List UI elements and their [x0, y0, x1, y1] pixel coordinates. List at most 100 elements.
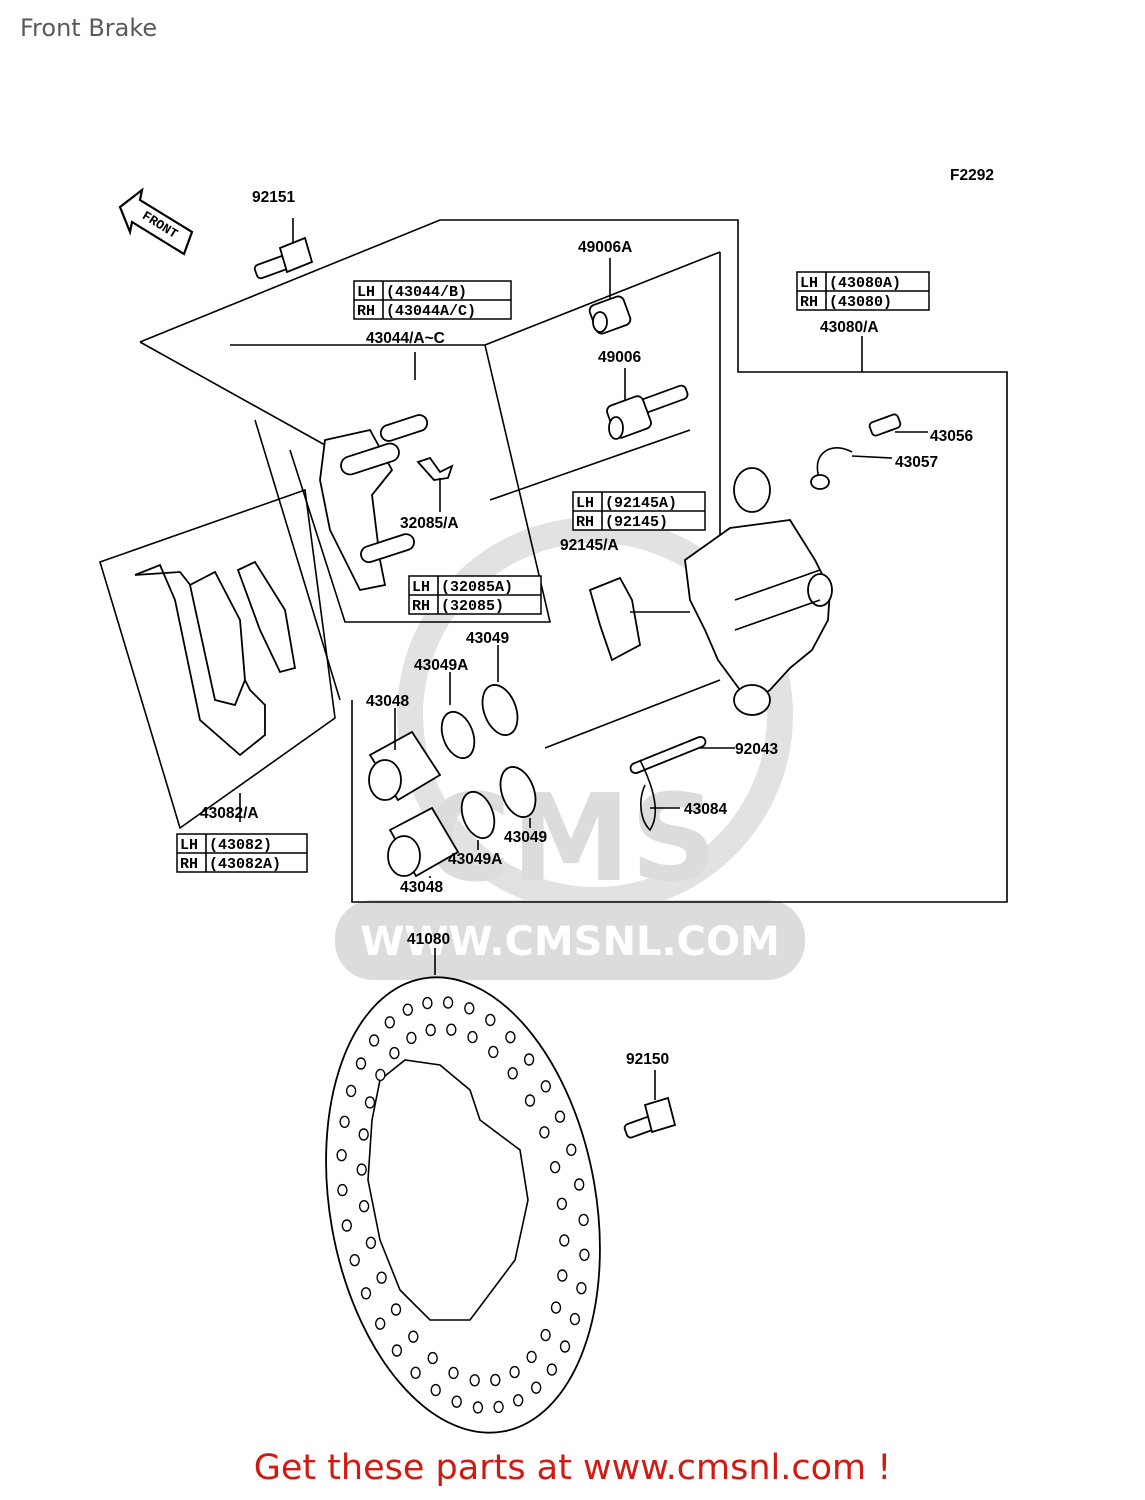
variant-box-92145: LH (92145A) RH (92145): [572, 491, 706, 531]
disc-hole: [505, 1030, 516, 1044]
svg-text:LH: LH: [800, 275, 818, 292]
svg-text:(43044/B): (43044/B): [386, 284, 467, 301]
variant-box-43082: LH (43082) RH (43082A): [176, 833, 308, 873]
part-label-43049A-bottom: 43049A: [448, 851, 502, 868]
bolt-92151: [253, 218, 314, 280]
part-label-49006A: 49006A: [578, 239, 632, 256]
part-label-43049-bottom: 43049: [504, 829, 547, 846]
disc-hole: [451, 1395, 462, 1408]
disc-hole: [472, 1401, 484, 1414]
disc-hole: [406, 1031, 417, 1045]
svg-text:RH: RH: [180, 856, 198, 873]
boot-49006A: [588, 295, 632, 335]
bleeder-valve-43056: [868, 413, 902, 437]
disc-hole: [556, 1197, 568, 1211]
disc-hole: [546, 1363, 558, 1376]
disc-hole: [531, 1381, 542, 1394]
part-label-92150: 92150: [626, 1051, 669, 1068]
disc-hole: [402, 1003, 413, 1016]
svg-text:(43082A): (43082A): [209, 856, 281, 873]
watermark-logo-text: CMS: [423, 770, 717, 909]
part-label-43049-top: 43049: [466, 630, 509, 647]
disc-hole: [488, 1045, 499, 1059]
pad-frame: [99, 488, 336, 830]
disc-hole: [578, 1213, 589, 1227]
svg-text:RH: RH: [800, 294, 818, 311]
disc-hole: [469, 1374, 480, 1387]
disc-hole: [337, 1183, 348, 1197]
disc-hole: [574, 1178, 585, 1191]
pad-pin-92043: [629, 735, 707, 775]
part-label-43082: 43082/A: [200, 805, 259, 822]
disc-hole: [550, 1301, 562, 1314]
disc-hole: [375, 1317, 386, 1330]
disc-hole: [442, 996, 454, 1009]
disc-hole: [364, 1096, 376, 1109]
disc-hole: [540, 1080, 551, 1093]
leader-line: [851, 455, 893, 459]
disc-hole: [554, 1110, 566, 1123]
disc-hole: [345, 1084, 357, 1098]
pistons-and-seals: [368, 684, 537, 878]
disc-hole: [422, 996, 433, 1010]
caliper-bracket: [319, 414, 429, 592]
bolt-92150: [623, 1070, 677, 1139]
disc-hole: [358, 1199, 370, 1213]
svg-text:LH: LH: [412, 579, 430, 596]
svg-text:RH: RH: [412, 598, 430, 615]
watermark-url-text: WWW.CMSNL.COM: [360, 919, 780, 965]
disc-hole: [490, 1373, 501, 1387]
disc-hole: [430, 1383, 441, 1397]
svg-text:(43080): (43080): [829, 294, 892, 311]
part-label-43048-top: 43048: [366, 693, 409, 710]
leader-line: [139, 341, 326, 446]
disc-hole: [360, 1287, 372, 1300]
disc-hole: [408, 1330, 419, 1343]
part-label-43057: 43057: [895, 454, 938, 471]
disc-hole: [336, 1148, 347, 1162]
part-label-43049A-top: 43049A: [414, 657, 468, 674]
disc-hole: [507, 1067, 518, 1080]
disc-hole: [427, 1351, 438, 1365]
leader-line: [484, 251, 721, 346]
svg-text:RH: RH: [576, 514, 594, 531]
part-label-49006: 49006: [598, 349, 641, 366]
disc-hole: [349, 1253, 360, 1267]
part-label-92151: 92151: [252, 189, 295, 206]
disc-hole: [557, 1269, 568, 1282]
disc-hole: [365, 1236, 377, 1250]
disc-hole: [384, 1016, 395, 1029]
clip-32085: [416, 456, 454, 481]
part-label-43044: 43044/A~C: [366, 330, 445, 347]
leader-line: [489, 429, 691, 501]
disc-hole: [493, 1400, 504, 1414]
boot-49006: [606, 384, 689, 440]
disc-hole: [576, 1281, 587, 1295]
disc-hole: [341, 1219, 352, 1232]
disc-hole: [355, 1057, 367, 1070]
disc-hole: [375, 1068, 386, 1082]
caliper-assembly-outline: [139, 219, 1008, 903]
brake-pads: [134, 560, 297, 757]
watermark-url-pill: [335, 900, 805, 980]
cta-link[interactable]: Get these parts at www.cmsnl.com !: [253, 1448, 892, 1488]
disc-hole: [467, 1030, 478, 1044]
disc-hole: [389, 1046, 400, 1060]
svg-text:(32085A): (32085A): [441, 579, 513, 596]
disc-hole: [368, 1034, 380, 1047]
svg-text:(43044A/C): (43044A/C): [386, 303, 476, 320]
variant-box-32085: LH (32085A) RH (32085): [408, 575, 542, 615]
disc-hole: [579, 1248, 590, 1262]
disc-hole: [391, 1344, 403, 1357]
disc-hole: [446, 1023, 457, 1036]
disc-hole: [523, 1053, 535, 1066]
disc-hole: [339, 1115, 350, 1129]
disc-hole: [358, 1128, 369, 1141]
disc-hole: [559, 1234, 570, 1247]
variant-box-43080: LH (43080A) RH (43080): [796, 271, 930, 311]
svg-text:RH: RH: [357, 303, 375, 320]
bleeder-cap-ring: [810, 474, 830, 490]
svg-text:(92145A): (92145A): [605, 495, 677, 512]
front-arrow-icon: FRONT: [118, 187, 194, 256]
